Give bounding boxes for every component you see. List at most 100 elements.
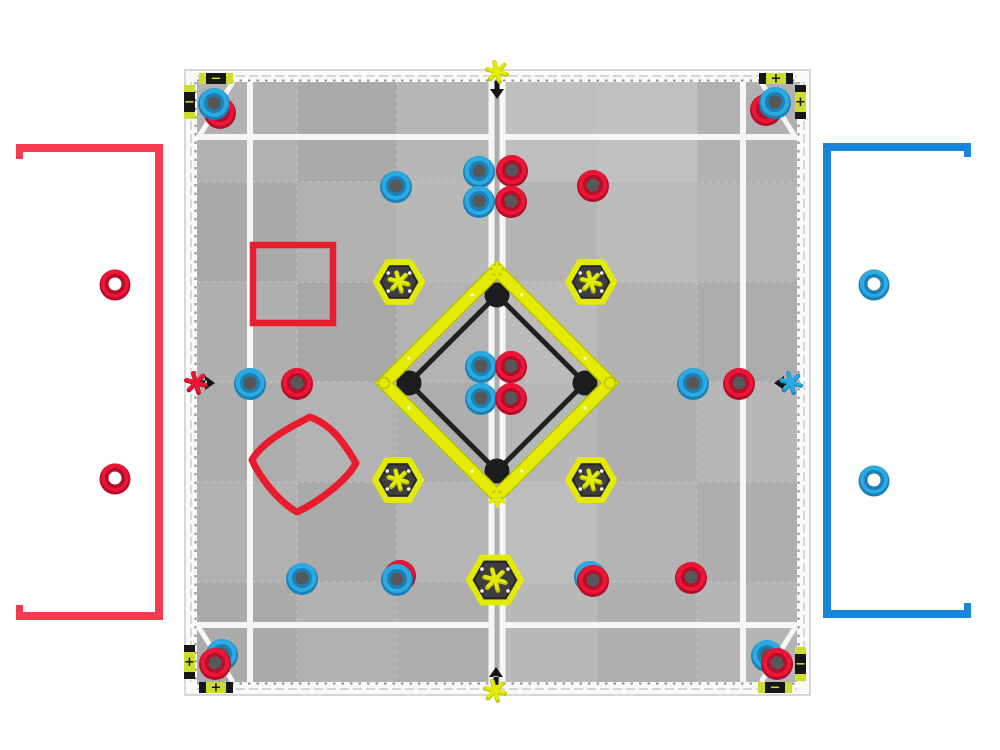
- ladder-screw: [583, 356, 587, 360]
- stake-direction-arrow: [490, 81, 504, 99]
- ring-blue: [677, 368, 709, 400]
- tag-symbol: +: [771, 72, 782, 87]
- corner-tag-negative: −: [184, 85, 195, 119]
- field-rings: [198, 87, 793, 680]
- blue-alliance-zone-bar: [831, 610, 971, 618]
- foam-tile: [597, 582, 697, 682]
- tag-symbol: +: [211, 681, 222, 696]
- foam-tile: [697, 282, 797, 382]
- blue-alliance-zone-bar: [823, 143, 831, 618]
- star-hub: [492, 576, 498, 582]
- mobile-goal-ne: [565, 259, 617, 305]
- ring-blue: [759, 87, 791, 119]
- tag-cap: [795, 112, 806, 119]
- goal-plate-edge: [473, 560, 517, 600]
- stake-star: [388, 270, 410, 292]
- ring-hole: [867, 473, 881, 487]
- stake-star: [580, 270, 602, 292]
- ring-red: [199, 648, 231, 680]
- goal-screw: [406, 469, 411, 473]
- goal-screw: [599, 271, 604, 275]
- goal-plate-edge: [572, 463, 610, 497]
- goal-screw: [578, 271, 583, 275]
- foam-tiles: [197, 82, 797, 682]
- goal-screw: [407, 271, 412, 275]
- goal-plate-edge: [572, 265, 610, 299]
- goal-screw: [480, 567, 484, 571]
- ladder-screw: [470, 293, 474, 297]
- ring-hole: [290, 376, 304, 390]
- ladder-screw: [470, 469, 474, 473]
- ring-red: [577, 170, 609, 202]
- red-alliance-zone: [16, 144, 163, 620]
- goal-screw: [385, 487, 390, 491]
- stake-star: [185, 371, 207, 393]
- mobile-goal-se: [565, 457, 617, 503]
- tag-cap: [184, 672, 195, 679]
- star-hub: [494, 266, 500, 272]
- right-wall-stake: [774, 371, 803, 395]
- ring-hole: [505, 163, 519, 177]
- center-line-gap: [494, 82, 500, 682]
- tag-cap: [786, 73, 793, 84]
- ring-hole: [684, 570, 698, 584]
- ladder-foot: [572, 370, 598, 396]
- ring-blue: [858, 269, 890, 301]
- ring-hole: [504, 391, 518, 405]
- ring-hole: [243, 376, 257, 390]
- ring-blue: [463, 156, 495, 188]
- red-square-annotation: [249, 241, 337, 327]
- foam-tile: [297, 482, 397, 582]
- ring-hole: [474, 359, 488, 373]
- star-hub: [193, 379, 199, 386]
- stake-star: [580, 468, 602, 490]
- tag-cap: [785, 682, 792, 693]
- ladder-foot: [396, 370, 422, 396]
- ring-blue: [286, 563, 318, 595]
- mobile-goal-nw: [373, 259, 425, 305]
- foam-tile: [597, 482, 697, 582]
- goal-screw: [385, 469, 390, 473]
- ring-hole: [686, 376, 700, 390]
- stake-star: [780, 371, 802, 393]
- blue-alliance-zone-bar: [831, 143, 971, 151]
- ring-hole: [867, 277, 881, 291]
- corner-tag-positive: +: [795, 85, 806, 119]
- tag-body: [184, 645, 195, 679]
- foam-tile: [597, 382, 697, 482]
- foam-tile: [297, 82, 397, 182]
- ring-hole: [390, 572, 404, 586]
- bottom-wall-stake: [483, 667, 507, 703]
- ring-hole: [504, 359, 518, 373]
- mobile-goal-sw: [372, 457, 424, 503]
- ring-blue: [381, 564, 413, 596]
- star-hub: [788, 379, 794, 386]
- star-hub: [588, 476, 594, 482]
- blue-alliance-zone-bar: [964, 143, 971, 157]
- goal-screw: [599, 487, 604, 491]
- goal-screw: [407, 289, 412, 293]
- tag-body: [199, 73, 233, 84]
- corner-tag-negative: −: [199, 72, 233, 87]
- ring-blue: [380, 171, 412, 203]
- tag-body: [758, 682, 792, 693]
- annotations: [248, 241, 360, 516]
- goal-screw: [578, 469, 583, 473]
- stake-direction-arrow: [489, 667, 503, 685]
- stake-star: [483, 567, 507, 591]
- star-hub: [396, 278, 402, 284]
- foam-tile: [297, 182, 397, 282]
- tag-cap: [184, 85, 195, 92]
- tag-cap: [184, 645, 195, 652]
- ladder-screw: [520, 469, 524, 473]
- ladder-screw: [407, 356, 411, 360]
- ladder-foot: [484, 458, 510, 484]
- ring-hole: [108, 277, 122, 291]
- ring-blue: [234, 368, 266, 400]
- stake-star: [490, 261, 504, 277]
- ring-hole: [504, 194, 518, 208]
- ladder-screw: [407, 406, 411, 410]
- red-alliance-zone-bar: [16, 612, 163, 620]
- red-alliance-zone-bar: [16, 605, 23, 620]
